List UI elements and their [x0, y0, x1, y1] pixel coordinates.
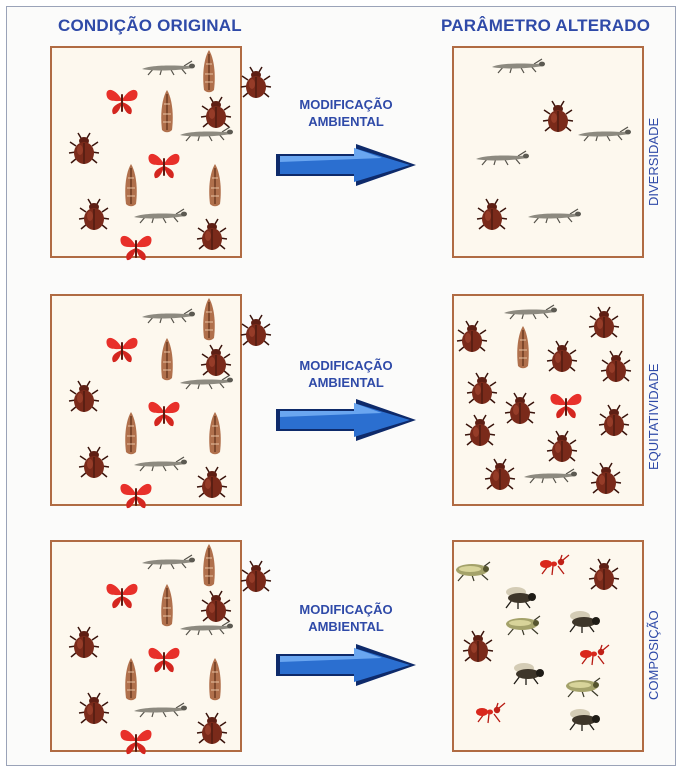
beetle-icon: [598, 404, 630, 443]
beetle-icon: [546, 430, 578, 469]
parameter-label-2: EQUITATIVIDADE: [646, 364, 661, 470]
arrow-label-line: AMBIENTAL: [276, 113, 416, 130]
beetle-icon: [240, 560, 272, 599]
arrow-label-line: MODIFICAÇÃO: [276, 357, 416, 374]
mantis-icon: [474, 150, 532, 171]
beetle-icon: [78, 446, 110, 485]
beetle-icon: [462, 630, 494, 669]
beetle-icon: [588, 558, 620, 597]
beetle-icon: [68, 132, 100, 171]
butterfly-icon: [146, 150, 182, 185]
beetle-icon: [600, 350, 632, 389]
ant-icon: [474, 702, 508, 729]
moth-icon: [200, 296, 218, 347]
beetle-icon: [590, 462, 622, 501]
cricket-icon: [562, 676, 602, 703]
beetle-icon: [464, 414, 496, 453]
moth-icon: [122, 656, 140, 707]
butterfly-icon: [104, 580, 140, 615]
mantis-icon: [132, 208, 190, 229]
butterfly-icon: [118, 232, 154, 267]
header-altered: PARÂMETRO ALTERADO: [441, 16, 650, 36]
butterfly-icon: [104, 334, 140, 369]
beetle-icon: [196, 218, 228, 257]
beetle-icon: [476, 198, 508, 237]
arrow-label-3: MODIFICAÇÃO AMBIENTAL: [276, 601, 416, 635]
moth-icon: [514, 324, 532, 375]
mantis-icon: [140, 60, 198, 81]
butterfly-icon: [146, 644, 182, 679]
beetle-icon: [196, 712, 228, 751]
beetle-icon: [68, 626, 100, 665]
header-original: CONDIÇÃO ORIGINAL: [58, 16, 242, 36]
parameter-label-3: COMPOSIÇÃO: [646, 610, 661, 700]
parameter-label-1: DIVERSIDADE: [646, 118, 661, 206]
arrow-label-line: MODIFICAÇÃO: [276, 601, 416, 618]
beetle-icon: [588, 306, 620, 345]
mantis-icon: [132, 456, 190, 477]
arrow-label-line: AMBIENTAL: [276, 374, 416, 391]
mantis-icon: [178, 126, 236, 147]
fly-icon: [508, 660, 546, 691]
cricket-icon: [452, 560, 492, 587]
beetle-icon: [240, 66, 272, 105]
butterfly-icon: [146, 398, 182, 433]
fly-icon: [500, 584, 538, 615]
butterfly-icon: [118, 726, 154, 761]
beetle-icon: [504, 392, 536, 431]
cricket-icon: [502, 614, 542, 641]
ant-icon: [578, 644, 612, 671]
mantis-icon: [140, 554, 198, 575]
mantis-icon: [522, 468, 580, 489]
beetle-icon: [456, 320, 488, 359]
mantis-icon: [490, 58, 548, 79]
butterfly-icon: [118, 480, 154, 515]
moth-icon: [122, 410, 140, 461]
arrow-icon: [272, 140, 422, 190]
fly-icon: [564, 608, 602, 639]
moth-icon: [122, 162, 140, 213]
moth-icon: [206, 656, 224, 707]
beetle-icon: [484, 458, 516, 497]
mantis-icon: [526, 208, 584, 229]
fly-icon: [564, 706, 602, 737]
moth-icon: [200, 542, 218, 593]
arrow-label-line: MODIFICAÇÃO: [276, 96, 416, 113]
mantis-icon: [576, 126, 634, 147]
beetle-icon: [78, 198, 110, 237]
beetle-icon: [240, 314, 272, 353]
beetle-icon: [78, 692, 110, 731]
arrow-icon: [272, 395, 422, 445]
moth-icon: [206, 162, 224, 213]
butterfly-icon: [548, 390, 584, 425]
moth-icon: [206, 410, 224, 461]
mantis-icon: [178, 620, 236, 641]
moth-icon: [158, 582, 176, 633]
moth-icon: [200, 48, 218, 99]
beetle-icon: [546, 340, 578, 379]
mantis-icon: [502, 304, 560, 325]
mantis-icon: [178, 374, 236, 395]
beetle-icon: [466, 372, 498, 411]
mantis-icon: [132, 702, 190, 723]
beetle-icon: [196, 466, 228, 505]
arrow-label-line: AMBIENTAL: [276, 618, 416, 635]
butterfly-icon: [104, 86, 140, 121]
ant-icon: [538, 554, 572, 581]
beetle-icon: [68, 380, 100, 419]
arrow-icon: [272, 640, 422, 690]
moth-icon: [158, 88, 176, 139]
arrow-label-1: MODIFICAÇÃO AMBIENTAL: [276, 96, 416, 130]
arrow-label-2: MODIFICAÇÃO AMBIENTAL: [276, 357, 416, 391]
mantis-icon: [140, 308, 198, 329]
beetle-icon: [542, 100, 574, 139]
moth-icon: [158, 336, 176, 387]
